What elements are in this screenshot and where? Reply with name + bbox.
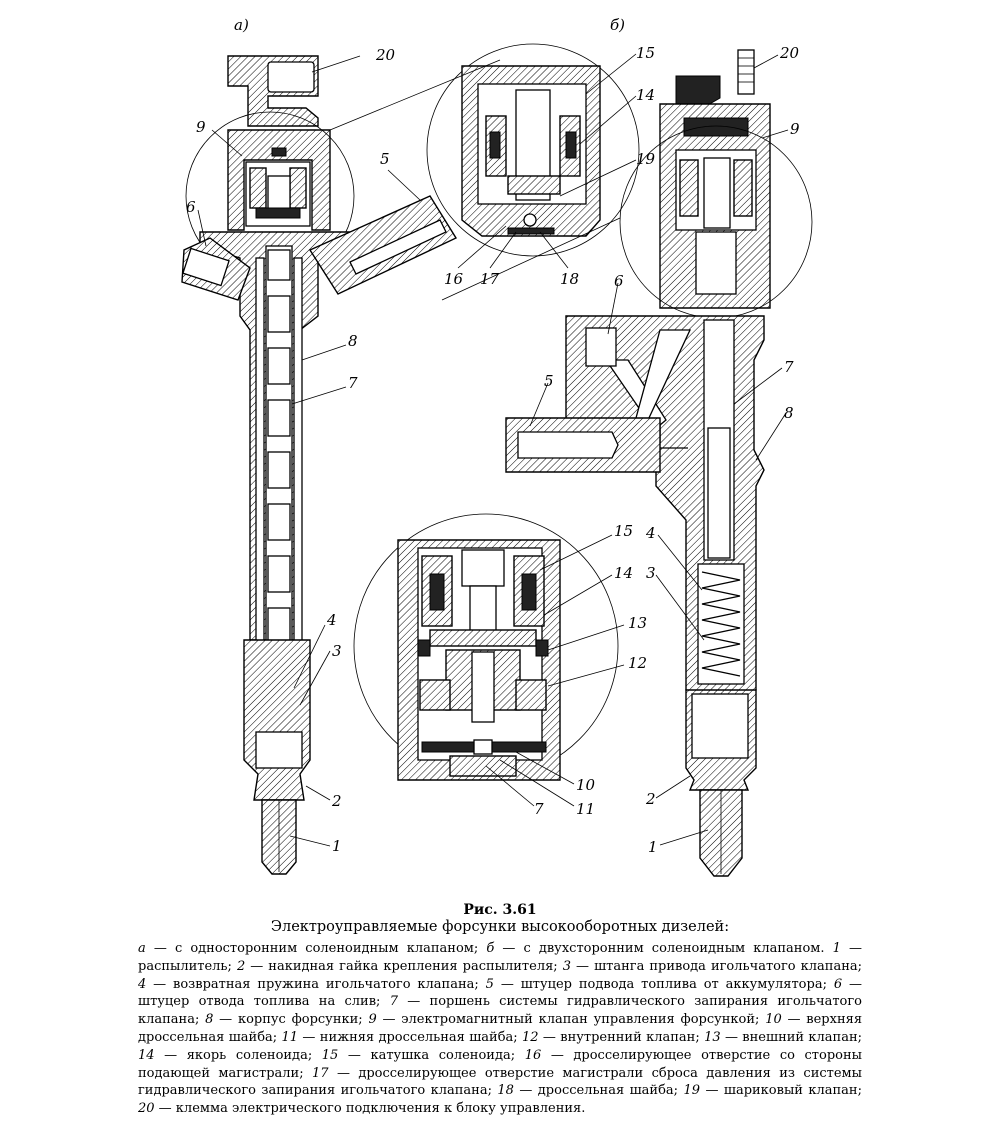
legend-text: — с двухсторонним соленоидным клапаном. [494,941,833,956]
detail-b-drawing [353,513,619,781]
label-b-1: 1 [648,838,658,856]
label-a-14: 14 [636,86,655,104]
figure-number: Рис. 3.61 [463,902,537,918]
label-b-15: 15 [614,522,633,540]
legend-key: б [486,941,495,956]
legend-text: — с односторонним соленоидным клапаном; [145,941,487,956]
leader-lines [197,53,789,847]
legend-text: — электромагнитный клапан управления фор… [376,1012,766,1028]
label-a-1: 1 [332,837,342,855]
legend-text: — возвратная пружина игольчатого клапана… [146,976,486,992]
label-b-5: 5 [544,372,554,390]
figure-title: Электроуправляемые форсунки высокооборот… [270,919,730,935]
legend-key: 16 [524,1047,542,1063]
labels-b: 20 9 6 5 7 8 4 3 2 1 15 14 13 12 10 11 7 [534,44,800,856]
figure-caption: Рис. 3.61 Электроуправляемые форсунки вы… [0,900,1000,1116]
legend-text: — шариковый клапан; [700,1083,862,1099]
label-a-5: 5 [380,150,390,168]
legend-text: — поршень системы гидравлического запира… [138,994,863,1028]
legend-key: 10 [765,1012,782,1028]
legend-text: — клемма электрического подключения к бл… [154,1101,586,1117]
legend-text: — верхняя дроссельная шайба; [138,1012,863,1045]
label-b-12: 12 [628,654,647,672]
legend-key: 2 [236,958,246,974]
label-b-9: 9 [790,120,800,138]
label-a-18: 18 [560,270,579,288]
label-a-8: 8 [348,332,358,350]
legend-key: 1 [832,941,841,956]
legend-key: 19 [683,1083,701,1099]
legend-key: 6 [833,976,843,992]
legend-text: — внешний клапан; [720,1029,863,1045]
label-b-2: 2 [645,790,656,808]
legend-key: а [138,941,146,956]
figure-legend: а — с односторонним соленоидным клапаном… [138,940,862,1118]
label-b-14: 14 [614,564,633,582]
legend-key: 13 [704,1029,721,1045]
label-a-4: 4 [326,611,337,629]
legend-text: — корпус форсунки; [213,1012,369,1028]
legend-key: 3 [562,958,571,974]
label-b-11: 11 [576,800,595,818]
label-a-6: 6 [186,198,196,216]
label-b-8: 8 [784,404,794,422]
label-a-16: 16 [444,270,464,288]
label-b-6: 6 [614,272,624,290]
legend-text: — катушка соленоида; [338,1047,525,1063]
label-b-10: 10 [576,776,596,794]
label-a-19: 19 [636,150,656,168]
legend-key: 8 [205,1012,214,1028]
legend-text: — штуцер отвода топлива на слив; [138,976,862,1010]
legend-key: 15 [321,1047,339,1063]
label-a-15: 15 [636,44,655,62]
label-a-7: 7 [348,374,358,392]
legend-text: — нижняя дроссельная шайба; [298,1029,523,1045]
label-b-20: 20 [779,44,800,62]
legend-text: — распылитель; [138,941,862,974]
legend-key: 7 [389,994,398,1010]
injector-b-drawing [505,49,813,877]
legend-text: — дросселирующее отверстие магистрали сб… [138,1065,862,1099]
legend-text: — дроссельная шайба; [513,1083,684,1099]
label-a-9: 9 [196,118,206,136]
injector-drawings: а) б) 20 9 6 5 8 7 4 3 2 1 15 14 19 16 1… [181,16,813,877]
panel-a-title: а) [234,16,249,34]
label-b-3: 3 [646,564,656,582]
label-b-4: 4 [645,524,656,542]
label-a-20: 20 [375,46,396,64]
labels-a: 20 9 6 5 8 7 4 3 2 1 15 14 19 16 17 18 [186,44,656,855]
legend-text: — дросселирующее отверстие со стороны по… [138,1047,862,1081]
label-a-3: 3 [332,642,342,660]
legend-key: 11 [281,1029,299,1045]
legend-text: — якорь соленоида; [154,1047,322,1063]
label-a-2: 2 [331,792,342,810]
legend-text: — штанга привода игольчатого клапана; [570,958,862,974]
legend-text: — накидная гайка крепления распылителя; [245,958,563,974]
legend-key: 12 [522,1029,539,1045]
label-b-13: 13 [628,614,647,632]
legend-key: 9 [368,1012,377,1028]
panel-b-title: б) [610,16,625,34]
legend-text: — внутренний клапан; [538,1029,705,1045]
label-b-7: 7 [784,358,794,376]
legend-text: — штуцер подвода топлива от аккумулятора… [493,976,834,992]
legend-key: 20 [138,1101,155,1117]
legend-key: 14 [138,1047,155,1063]
label-a-17: 17 [480,270,500,288]
injector-a-drawing [181,55,458,875]
label-b-7-detail: 7 [534,800,544,818]
legend-key: 4 [138,976,147,992]
legend-key: 18 [497,1083,514,1099]
legend-key: 17 [312,1065,329,1081]
legend-key: 5 [485,976,494,992]
